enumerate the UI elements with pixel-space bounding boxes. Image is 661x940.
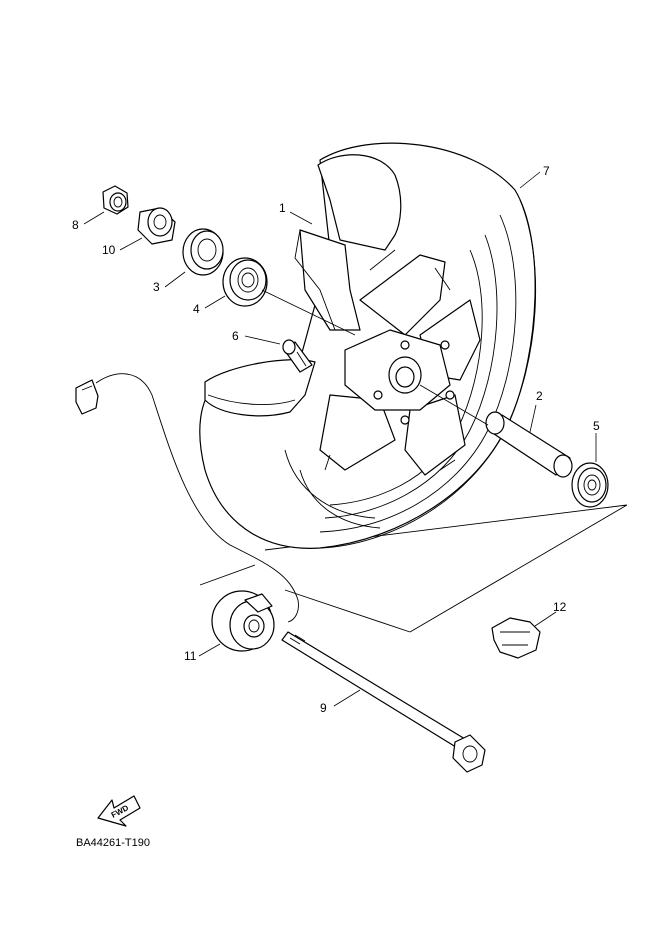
sensor-clip <box>491 617 541 659</box>
callout-2: 2 <box>536 389 543 403</box>
assembly-frame <box>199 504 628 633</box>
callout-11: 11 <box>184 649 197 663</box>
spacer <box>485 411 573 478</box>
leader-lines <box>83 171 597 707</box>
callout-9: 9 <box>320 701 327 715</box>
valve <box>282 339 313 373</box>
bearing-right <box>571 462 609 508</box>
callout-1: 1 <box>279 201 286 215</box>
axle-nut <box>102 185 129 215</box>
wheel-axle <box>281 631 486 773</box>
callout-12: 12 <box>553 600 567 614</box>
callout-10: 10 <box>102 243 116 257</box>
sensor-housing <box>211 590 275 652</box>
callout-7: 7 <box>543 164 550 178</box>
sensor-cable <box>75 373 299 623</box>
callout-4: 4 <box>193 302 200 316</box>
callout-3: 3 <box>153 280 160 294</box>
callout-5: 5 <box>593 419 600 433</box>
bearing-left <box>222 257 268 307</box>
diagram-code: BA44261-T190 <box>76 837 150 849</box>
collar <box>137 207 176 245</box>
callout-8: 8 <box>72 218 79 232</box>
callout-6: 6 <box>232 329 239 343</box>
axis-line-left <box>261 289 356 336</box>
oil-seal <box>182 228 224 276</box>
axis-line-right <box>419 384 489 426</box>
fwd-arrow-icon: FWD <box>97 795 141 827</box>
rim <box>204 154 481 476</box>
